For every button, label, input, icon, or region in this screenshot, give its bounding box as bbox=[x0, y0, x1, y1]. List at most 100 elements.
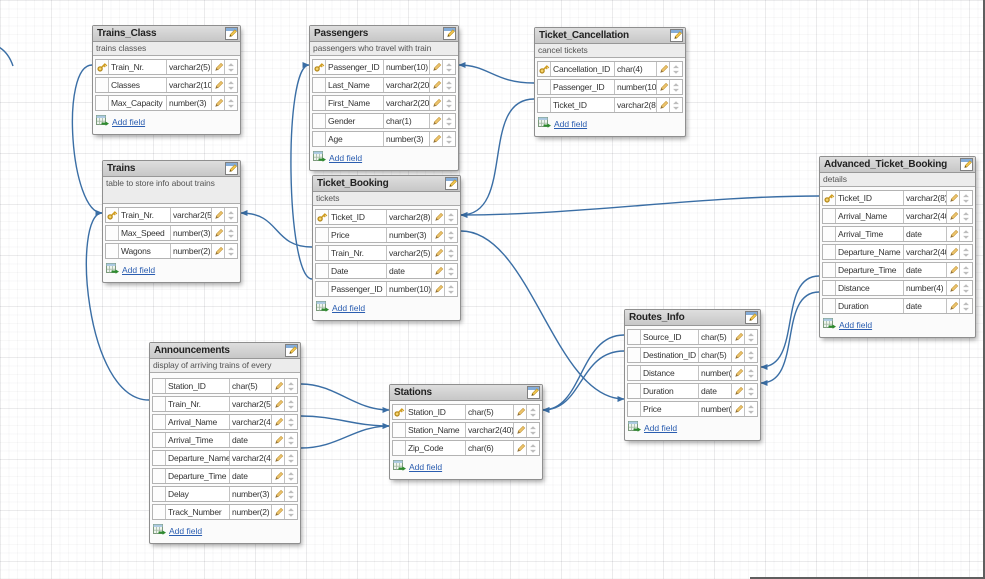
field-type[interactable]: char(5) bbox=[699, 330, 732, 344]
field-type[interactable]: number(2) bbox=[173, 244, 212, 258]
field-name[interactable]: Arrival_Name bbox=[836, 209, 904, 223]
move-up-down-icon[interactable] bbox=[225, 244, 237, 258]
field-name[interactable]: Duration bbox=[641, 384, 699, 398]
move-up-down-icon[interactable] bbox=[670, 80, 682, 94]
pencil-icon[interactable] bbox=[947, 227, 960, 241]
field-type[interactable]: number(10) bbox=[389, 282, 432, 296]
move-up-down-icon[interactable] bbox=[745, 366, 757, 380]
field-type[interactable]: number(4) bbox=[701, 366, 732, 380]
edit-table-icon[interactable] bbox=[445, 177, 458, 190]
pencil-icon[interactable] bbox=[432, 210, 445, 224]
field-name[interactable]: Last_Name bbox=[326, 78, 384, 92]
move-up-down-icon[interactable] bbox=[960, 281, 972, 295]
move-up-down-icon[interactable] bbox=[960, 263, 972, 277]
pencil-icon[interactable] bbox=[212, 208, 225, 222]
field-name[interactable]: Source_ID bbox=[641, 330, 699, 344]
field-name[interactable]: Ticket_ID bbox=[836, 191, 904, 205]
pencil-icon[interactable] bbox=[272, 451, 285, 465]
field-name[interactable]: Train_Nr. bbox=[119, 208, 171, 222]
field-name[interactable]: Ticket_ID bbox=[551, 98, 615, 112]
move-up-down-icon[interactable] bbox=[670, 62, 682, 76]
field-row[interactable]: Train_Nr.varchar2(5) bbox=[152, 396, 298, 412]
pencil-icon[interactable] bbox=[272, 469, 285, 483]
table-description[interactable]: details bbox=[820, 173, 975, 187]
move-up-down-icon[interactable] bbox=[445, 282, 457, 296]
pencil-icon[interactable] bbox=[272, 505, 285, 519]
move-up-down-icon[interactable] bbox=[670, 98, 682, 112]
field-name[interactable]: Distance bbox=[836, 281, 904, 295]
field-type[interactable]: number(3) bbox=[173, 226, 212, 240]
pencil-icon[interactable] bbox=[432, 264, 445, 278]
field-type[interactable]: number(3) bbox=[230, 487, 272, 501]
move-up-down-icon[interactable] bbox=[225, 96, 237, 110]
pencil-icon[interactable] bbox=[430, 132, 443, 146]
field-type[interactable]: varchar2(40) bbox=[232, 415, 272, 429]
move-up-down-icon[interactable] bbox=[745, 402, 757, 416]
field-name[interactable]: Classes bbox=[109, 78, 167, 92]
add-field-link[interactable]: Add field bbox=[329, 153, 363, 163]
field-name[interactable]: Station_Name bbox=[406, 423, 466, 437]
pencil-icon[interactable] bbox=[272, 397, 285, 411]
field-name[interactable]: Departure_Name bbox=[836, 245, 904, 259]
move-up-down-icon[interactable] bbox=[960, 299, 972, 313]
pencil-icon[interactable] bbox=[514, 441, 527, 455]
pencil-icon[interactable] bbox=[430, 96, 443, 110]
add-field-link[interactable]: Add field bbox=[122, 265, 156, 275]
pencil-icon[interactable] bbox=[212, 60, 225, 74]
field-row[interactable]: Train_Nr.varchar2(5) bbox=[95, 59, 238, 75]
pencil-icon[interactable] bbox=[947, 191, 960, 205]
add-field-link[interactable]: Add field bbox=[839, 320, 873, 330]
move-up-down-icon[interactable] bbox=[445, 246, 457, 260]
field-name[interactable]: Wagons bbox=[119, 244, 171, 258]
field-type[interactable]: varchar2(10) bbox=[169, 78, 212, 92]
table-header[interactable]: Ticket_Cancellation bbox=[535, 28, 685, 44]
move-up-down-icon[interactable] bbox=[527, 423, 539, 437]
field-name[interactable]: Passenger_ID bbox=[326, 60, 384, 74]
move-up-down-icon[interactable] bbox=[225, 60, 237, 74]
edit-table-icon[interactable] bbox=[670, 29, 683, 42]
field-type[interactable]: varchar2(5) bbox=[389, 246, 432, 260]
move-up-down-icon[interactable] bbox=[445, 228, 457, 242]
add-field-link[interactable]: Add field bbox=[169, 526, 203, 536]
field-type[interactable]: date bbox=[904, 263, 947, 277]
field-name[interactable]: Ticket_ID bbox=[329, 210, 387, 224]
move-up-down-icon[interactable] bbox=[443, 96, 455, 110]
field-type[interactable]: char(1) bbox=[384, 114, 430, 128]
field-type[interactable]: varchar2(20) bbox=[386, 96, 430, 110]
move-up-down-icon[interactable] bbox=[285, 379, 297, 393]
pencil-icon[interactable] bbox=[732, 366, 745, 380]
add-field-link[interactable]: Add field bbox=[112, 117, 146, 127]
table-description[interactable]: trains classes bbox=[93, 42, 240, 56]
pencil-icon[interactable] bbox=[947, 263, 960, 277]
field-name[interactable]: Destination_ID bbox=[641, 348, 699, 362]
field-name[interactable]: Departure_Time bbox=[836, 263, 904, 277]
pencil-icon[interactable] bbox=[212, 244, 225, 258]
field-type[interactable]: char(5) bbox=[466, 405, 514, 419]
field-type[interactable]: number(10) bbox=[384, 60, 430, 74]
move-up-down-icon[interactable] bbox=[285, 469, 297, 483]
field-type[interactable]: varchar2(40) bbox=[232, 451, 272, 465]
field-name[interactable]: Zip_Code bbox=[406, 441, 466, 455]
